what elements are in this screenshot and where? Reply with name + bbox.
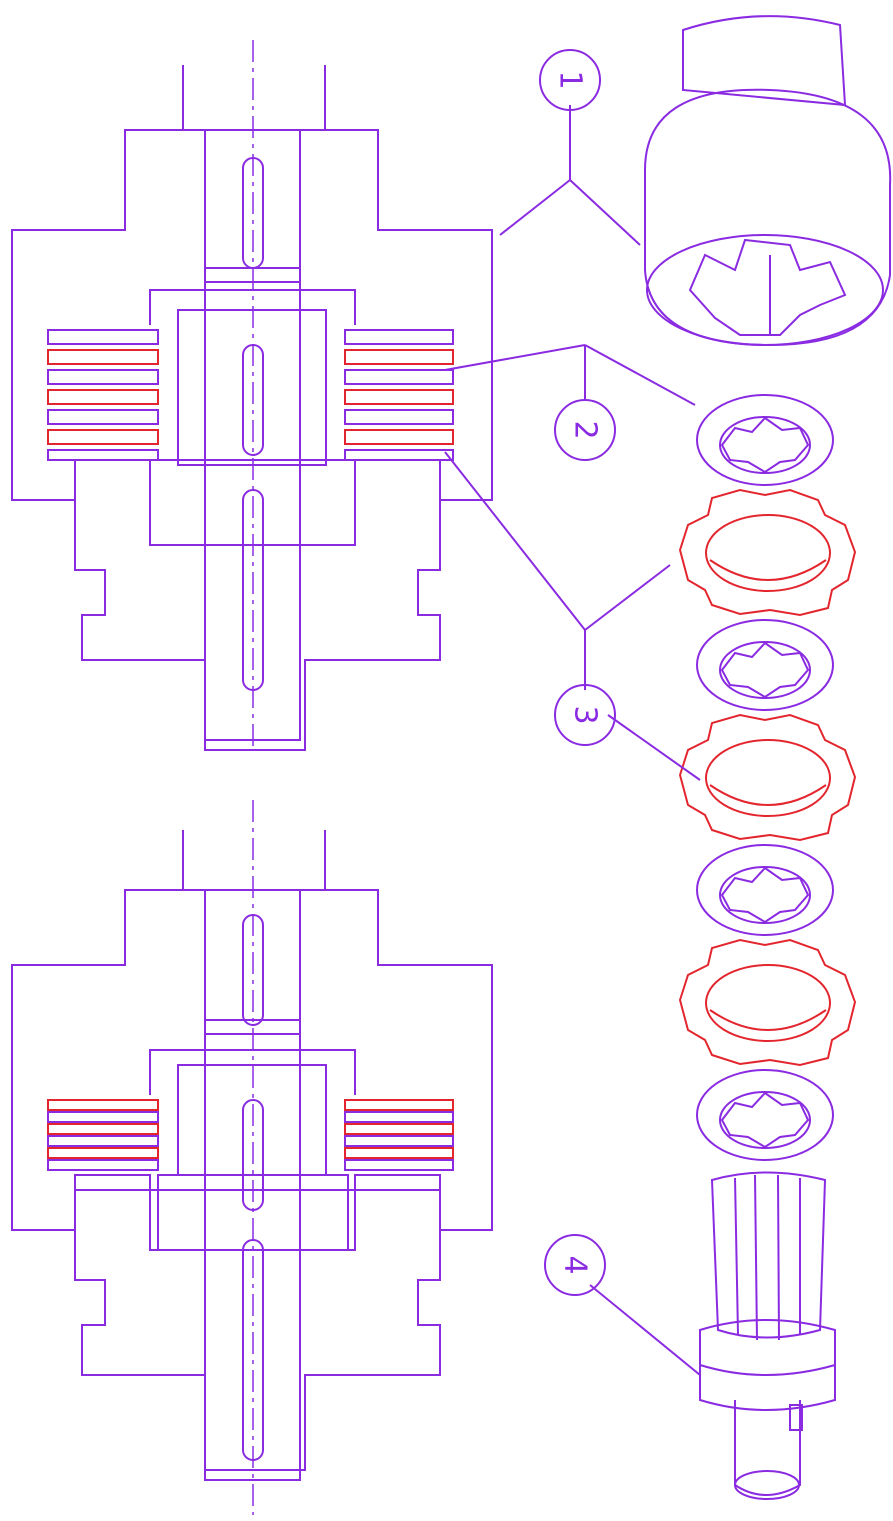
housing-part-3d bbox=[644, 15, 892, 347]
plate-stack-left-bottom bbox=[47, 1099, 159, 1171]
hub-bottom bbox=[74, 1174, 441, 1471]
callout-3-label: 3 bbox=[568, 705, 603, 724]
housing-bottom bbox=[11, 889, 493, 1231]
friction-disk-3 bbox=[678, 938, 857, 1067]
exploded-parts bbox=[644, 15, 892, 1500]
callout-4-label: 4 bbox=[558, 1255, 593, 1274]
friction-disk-1 bbox=[678, 488, 857, 617]
top-cross-section bbox=[11, 40, 493, 751]
plate-stack-left-top bbox=[47, 329, 159, 461]
plate-stack-right-bottom bbox=[344, 1099, 454, 1171]
callout-1: 1 bbox=[539, 49, 601, 111]
bottom-cross-section bbox=[11, 800, 493, 1515]
hub-top bbox=[74, 459, 441, 751]
plate-stack-right-top bbox=[344, 329, 454, 461]
steel-disk-1 bbox=[696, 394, 834, 486]
steel-disk-2 bbox=[696, 619, 834, 711]
leaders bbox=[444, 105, 701, 1376]
callout-4: 4 bbox=[544, 1234, 606, 1296]
callout-1-label: 1 bbox=[553, 70, 588, 89]
callout-2-label: 2 bbox=[568, 420, 603, 439]
splined-shaft-part-3d bbox=[699, 1171, 836, 1500]
callout-3: 3 bbox=[554, 684, 616, 746]
steel-disk-3 bbox=[696, 844, 834, 936]
steel-disk-4 bbox=[696, 1069, 834, 1161]
friction-disk-2 bbox=[678, 713, 857, 842]
callout-2: 2 bbox=[554, 399, 616, 461]
